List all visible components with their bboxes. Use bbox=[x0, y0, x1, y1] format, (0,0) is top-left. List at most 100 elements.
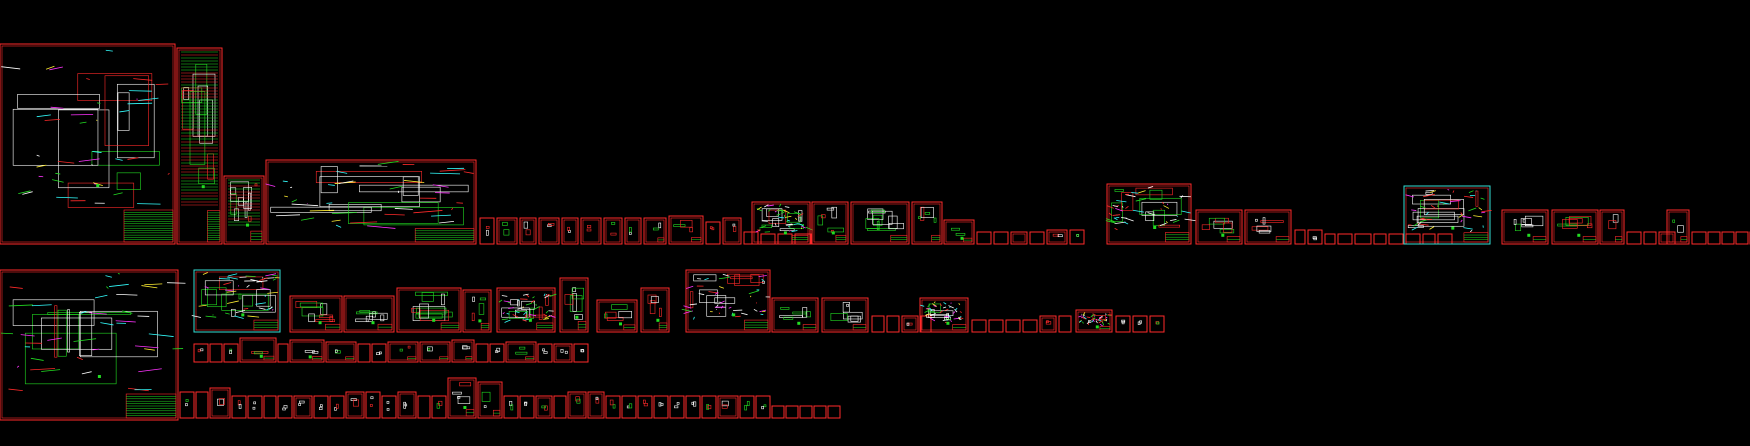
drawing-sheet[interactable] bbox=[431, 395, 447, 419]
drawing-sheet[interactable] bbox=[785, 405, 799, 419]
drawing-sheet[interactable] bbox=[653, 395, 669, 419]
drawing-sheet[interactable] bbox=[1046, 229, 1068, 245]
drawing-sheet[interactable] bbox=[637, 395, 653, 419]
drawing-sheet[interactable] bbox=[1105, 183, 1196, 245]
drawing-sheet[interactable] bbox=[193, 343, 209, 363]
drawing-sheet[interactable] bbox=[605, 395, 621, 419]
drawing-sheet[interactable] bbox=[596, 299, 638, 333]
drawing-sheet[interactable] bbox=[479, 217, 495, 245]
drawing-sheet[interactable] bbox=[701, 395, 717, 419]
drawing-sheet[interactable] bbox=[771, 405, 785, 419]
drawing-sheet[interactable] bbox=[397, 391, 417, 419]
drawing-sheet[interactable] bbox=[489, 343, 505, 363]
drawing-sheet[interactable] bbox=[223, 175, 265, 245]
drawing-sheet[interactable] bbox=[387, 341, 419, 363]
drawing-sheet[interactable] bbox=[209, 343, 223, 363]
drawing-sheet[interactable] bbox=[553, 395, 567, 419]
drawing-sheet[interactable] bbox=[462, 289, 492, 333]
drawing-sheet[interactable] bbox=[419, 341, 451, 363]
drawing-sheet[interactable] bbox=[643, 217, 667, 245]
drawing-sheet[interactable] bbox=[1551, 209, 1599, 245]
drawing-sheet[interactable] bbox=[0, 269, 186, 421]
drawing-sheet[interactable] bbox=[621, 395, 637, 419]
drawing-sheet[interactable] bbox=[1058, 315, 1072, 333]
drawing-sheet[interactable] bbox=[827, 405, 841, 419]
drawing-sheet[interactable] bbox=[519, 395, 535, 419]
drawing-sheet[interactable] bbox=[345, 391, 365, 419]
drawing-sheet[interactable] bbox=[1132, 315, 1148, 333]
drawing-sheet[interactable] bbox=[265, 159, 477, 245]
drawing-sheet[interactable] bbox=[901, 315, 919, 333]
drawing-sheet[interactable] bbox=[624, 217, 642, 245]
drawing-sheet[interactable] bbox=[357, 343, 371, 363]
drawing-sheet[interactable] bbox=[739, 395, 755, 419]
drawing-sheet[interactable] bbox=[681, 269, 771, 333]
drawing-sheet[interactable] bbox=[381, 395, 397, 419]
drawing-sheet[interactable] bbox=[277, 343, 289, 363]
drawing-sheet[interactable] bbox=[553, 343, 573, 363]
drawing-sheet[interactable] bbox=[538, 217, 560, 245]
drawing-sheet[interactable] bbox=[1307, 229, 1323, 245]
drawing-sheet[interactable] bbox=[535, 395, 553, 419]
drawing-sheet[interactable] bbox=[1666, 209, 1690, 245]
drawing-sheet[interactable] bbox=[1707, 231, 1721, 245]
drawing-sheet[interactable] bbox=[580, 217, 602, 245]
drawing-sheet[interactable] bbox=[603, 217, 623, 245]
drawing-sheet[interactable] bbox=[1324, 233, 1336, 245]
drawing-sheet[interactable] bbox=[1599, 209, 1625, 245]
drawing-sheet[interactable] bbox=[755, 395, 771, 419]
drawing-sheet[interactable] bbox=[919, 297, 969, 333]
drawing-sheet[interactable] bbox=[1721, 231, 1735, 245]
drawing-sheet[interactable] bbox=[1029, 231, 1045, 245]
drawing-sheet[interactable] bbox=[371, 343, 387, 363]
drawing-sheet[interactable] bbox=[1005, 319, 1021, 333]
drawing-sheet[interactable] bbox=[1403, 185, 1492, 245]
drawing-sheet[interactable] bbox=[669, 395, 685, 419]
drawing-sheet[interactable] bbox=[239, 337, 277, 363]
drawing-sheet[interactable] bbox=[247, 395, 263, 419]
drawing-sheet[interactable] bbox=[231, 395, 247, 419]
drawing-sheet[interactable] bbox=[705, 221, 721, 245]
drawing-sheet[interactable] bbox=[503, 395, 519, 419]
drawing-sheet[interactable] bbox=[1691, 231, 1707, 245]
drawing-sheet[interactable] bbox=[179, 391, 195, 419]
drawing-sheet[interactable] bbox=[871, 315, 885, 333]
drawing-sheet[interactable] bbox=[988, 319, 1004, 333]
drawing-sheet[interactable] bbox=[567, 391, 587, 419]
drawing-sheet[interactable] bbox=[561, 217, 579, 245]
drawing-sheet[interactable] bbox=[451, 339, 475, 363]
drawing-sheet[interactable] bbox=[1501, 209, 1549, 245]
drawing-sheet[interactable] bbox=[1039, 315, 1057, 333]
drawing-sheet[interactable] bbox=[993, 231, 1009, 245]
drawing-sheet[interactable] bbox=[313, 395, 329, 419]
drawing-sheet[interactable] bbox=[717, 395, 739, 419]
drawing-sheet[interactable] bbox=[751, 201, 814, 245]
drawing-sheet[interactable] bbox=[1244, 209, 1292, 245]
drawing-sheet[interactable] bbox=[496, 287, 557, 333]
drawing-sheet[interactable] bbox=[447, 377, 477, 419]
drawing-sheet[interactable] bbox=[191, 269, 281, 333]
drawing-sheet[interactable] bbox=[325, 341, 357, 363]
drawing-sheet[interactable] bbox=[329, 395, 345, 419]
drawing-sheet[interactable] bbox=[911, 201, 943, 245]
drawing-sheet[interactable] bbox=[1022, 319, 1038, 333]
drawing-sheet[interactable] bbox=[886, 315, 900, 333]
drawing-sheet[interactable] bbox=[477, 381, 503, 419]
drawing-sheet[interactable] bbox=[976, 231, 992, 245]
drawing-sheet[interactable] bbox=[771, 297, 819, 333]
drawing-sheet[interactable] bbox=[176, 47, 223, 245]
drawing-sheet[interactable] bbox=[365, 391, 381, 419]
drawing-sheet[interactable] bbox=[417, 395, 431, 419]
drawing-sheet[interactable] bbox=[289, 295, 343, 333]
drawing-sheet[interactable] bbox=[475, 343, 489, 363]
drawing-sheet[interactable] bbox=[1354, 233, 1372, 245]
drawing-sheet[interactable] bbox=[537, 343, 553, 363]
drawing-sheet[interactable] bbox=[263, 395, 277, 419]
drawing-sheet[interactable] bbox=[1373, 233, 1387, 245]
drawing-sheet[interactable] bbox=[813, 405, 827, 419]
drawing-sheet[interactable] bbox=[0, 43, 176, 245]
drawing-sheet[interactable] bbox=[1643, 231, 1657, 245]
drawing-sheet[interactable] bbox=[293, 395, 313, 419]
drawing-sheet[interactable] bbox=[209, 387, 231, 419]
